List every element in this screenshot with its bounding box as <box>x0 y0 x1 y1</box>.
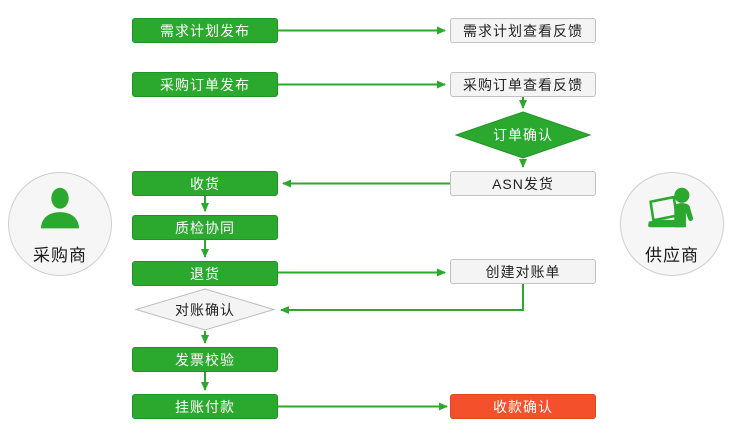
node-receipt-confirm: 收款确认 <box>450 394 596 419</box>
node-receive-goods: 收货 <box>132 171 278 196</box>
statement-confirm-diamond-shape <box>134 288 276 331</box>
node-demand-plan-publish-label: 需求计划发布 <box>160 22 250 39</box>
node-po-publish: 采购订单发布 <box>132 72 278 97</box>
node-invoice-verify: 发票校验 <box>132 347 278 372</box>
node-order-confirm: 订单确认 <box>454 111 592 159</box>
node-invoice-verify-label: 发票校验 <box>175 351 235 368</box>
node-statement-confirm-label: 对账确认 <box>175 301 235 318</box>
actor-supplier-label: 供应商 <box>645 246 699 265</box>
actor-buyer-label: 采购商 <box>33 246 87 265</box>
node-create-statement: 创建对账单 <box>450 259 596 284</box>
node-po-feedback: 采购订单查看反馈 <box>450 72 596 97</box>
node-pending-payment: 挂账付款 <box>132 394 278 419</box>
node-return-goods: 退货 <box>132 261 278 286</box>
actor-supplier: 供应商 <box>620 172 724 276</box>
node-demand-plan-publish: 需求计划发布 <box>132 18 278 43</box>
node-receipt-confirm-label: 收款确认 <box>493 398 553 415</box>
node-order-confirm-label: 订单确认 <box>493 127 553 143</box>
actor-buyer: 采购商 <box>8 172 112 276</box>
person-bust-icon <box>40 187 80 229</box>
node-pending-payment-label: 挂账付款 <box>175 398 235 415</box>
node-statement-confirm: 对账确认 <box>134 288 276 331</box>
person-with-laptop-icon <box>648 187 694 228</box>
node-return-goods-label: 退货 <box>190 265 220 282</box>
node-receive-goods-label: 收货 <box>190 175 220 192</box>
connector-statement-to-confirm <box>280 284 524 314</box>
order-confirm-diamond-shape <box>454 111 592 159</box>
node-quality-collab: 质检协同 <box>132 215 278 240</box>
node-demand-plan-feedback: 需求计划查看反馈 <box>450 18 596 43</box>
node-po-feedback-label: 采购订单查看反馈 <box>463 76 583 93</box>
node-asn-ship: ASN发货 <box>450 171 596 196</box>
node-quality-collab-label: 质检协同 <box>175 219 235 236</box>
node-po-publish-label: 采购订单发布 <box>160 76 250 93</box>
node-asn-ship-label: ASN发货 <box>492 175 554 192</box>
node-demand-plan-feedback-label: 需求计划查看反馈 <box>463 22 583 39</box>
node-create-statement-label: 创建对账单 <box>485 263 561 280</box>
